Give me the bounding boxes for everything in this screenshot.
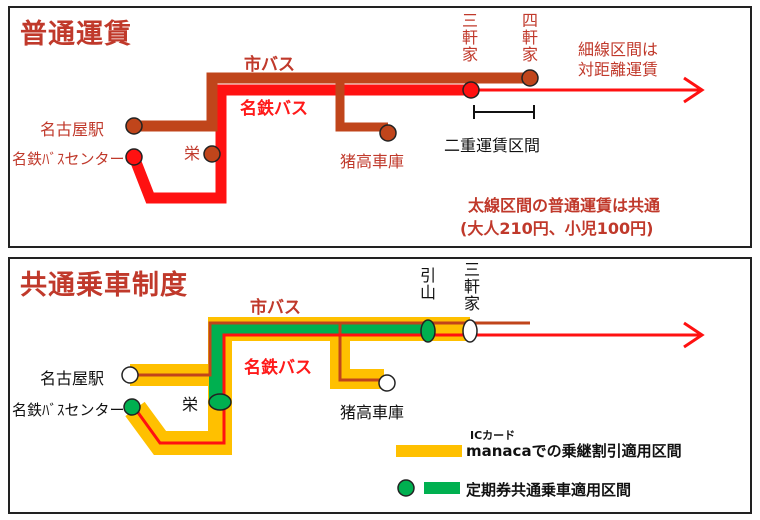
meitetsu-thin-line [132,333,700,445]
arrow-head-bottom [683,321,705,349]
station-yongenya-label: 四軒家 [519,12,538,63]
double-fare-label: 二重運賃区間 [444,136,541,155]
legend-teiki-swatch [424,482,460,494]
city-bus-line [140,72,530,132]
common-fare-amount: (大人210円、小児100円) [460,219,654,238]
legend-manaca-swatch [396,445,462,457]
common-ride-panel: 共通乗車制度 市バス 名鉄バス 名古屋駅 名鉄ﾊﾞｽセンター 栄 猪高車庫 引山… [8,257,752,514]
station-bus-center-dot [125,148,143,166]
station-nagoya-dot [125,117,143,135]
station-sakae-dot-b [208,393,232,411]
station-bus-center-dot-b [123,398,141,416]
station-sangenya-label: 三軒家 [459,12,478,63]
station-sangenya-dot-b [462,319,478,343]
station-nagoya-label: 名古屋駅 [40,120,105,139]
station-sangenya-label-b: 三軒家 [461,261,480,312]
common-fare-note: 太線区間の普通運賃は共通 [468,196,661,215]
station-ino-label: 猪高車庫 [340,152,405,171]
city-bus-thin-branch [338,323,384,382]
station-nagoya-label-b: 名古屋駅 [40,369,105,388]
station-ino-dot [379,124,397,142]
station-hikiyama-dot [420,319,436,343]
station-bus-center-label-b: 名鉄ﾊﾞｽセンター [12,401,125,419]
station-nagoya-dot-b [121,366,139,384]
station-bus-center-label: 名鉄ﾊﾞｽセンター [12,150,125,168]
meitetsu-bus-line [128,84,470,204]
legend-ic-card-label: ICカード [470,429,516,442]
panel-title-fare: 普通運賃 [20,19,132,50]
label-city-bus: 市バス [244,55,295,75]
label-meitetsu-bus-b: 名鉄バス [244,358,312,378]
station-sakae-label-b: 栄 [182,395,199,414]
arrow-head [683,76,705,104]
city-bus-branch-ino [335,78,388,132]
label-meitetsu-bus: 名鉄バス [240,99,308,119]
station-sakae-label: 栄 [184,144,201,163]
legend-teiki-dot [397,479,415,497]
station-yongenya-dot [521,69,539,87]
station-hikiyama-label: 引山 [417,267,436,301]
fare-route-map [125,69,705,204]
legend-manaca-label: manacaでの乗継割引適用区間 [466,442,682,460]
thin-section-note: 細線区間は 対距離運賃 [578,40,659,79]
panel-title-common-ride: 共通乗車制度 [20,270,188,301]
station-ino-dot-b [378,374,396,392]
label-city-bus-b: 市バス [250,298,301,318]
city-bus-thin-line [130,321,530,377]
station-sakae-dot [203,145,221,163]
common-ride-route-map [121,317,705,497]
legend-teiki-label: 定期券共通乗車適用区間 [466,481,632,499]
teiki-band [209,322,426,399]
station-ino-label-b: 猪高車庫 [340,403,405,422]
fare-panel: 普通運賃 市バス 名鉄バス 名古屋駅 名鉄ﾊﾞｽセンター 栄 猪高車庫 三軒家 … [8,6,752,248]
station-sangenya-dot [462,81,480,99]
